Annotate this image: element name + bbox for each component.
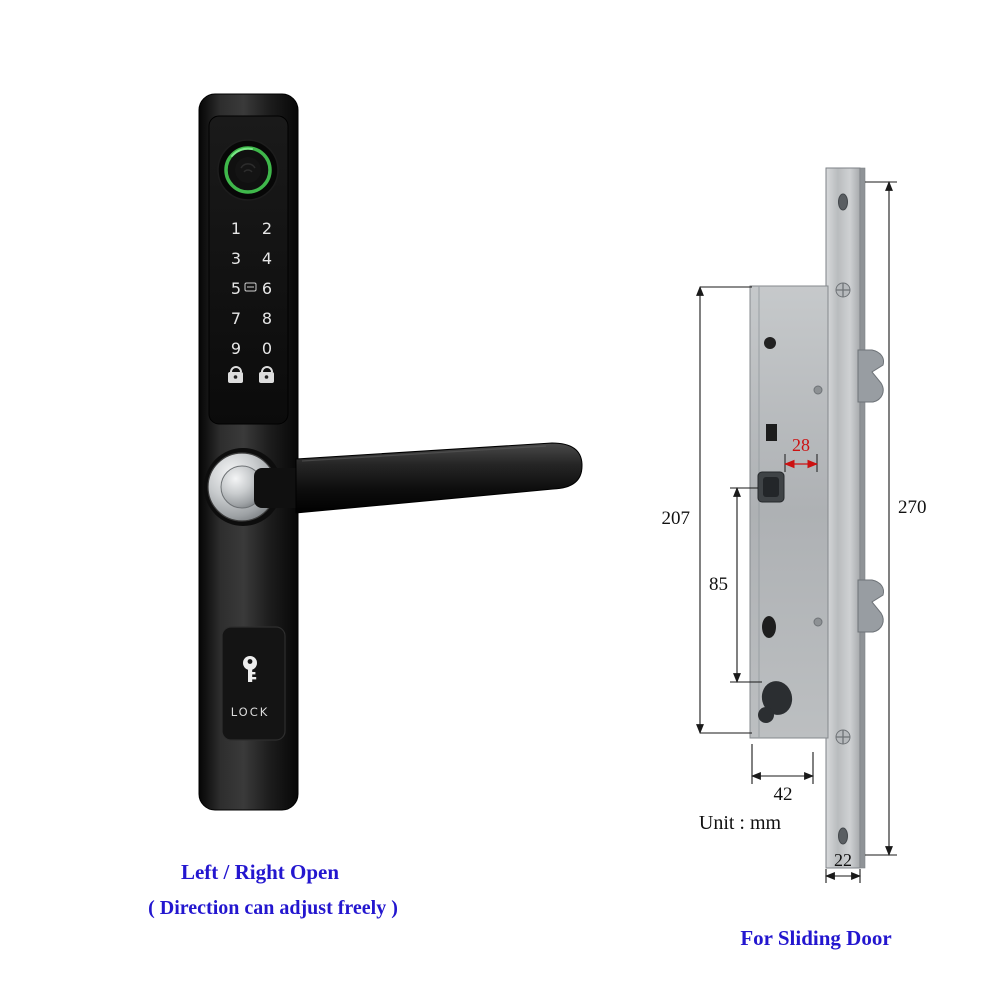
fingerprint-sensor-icon xyxy=(217,139,279,201)
unit-label: Unit : mm xyxy=(698,812,782,834)
door-handle xyxy=(295,442,583,514)
key-8: 8 xyxy=(262,309,272,328)
handle-highlight xyxy=(301,445,547,462)
key-5: 5 xyxy=(231,279,241,298)
key-3: 3 xyxy=(231,249,241,268)
dim-270 xyxy=(865,181,897,856)
profile-cylinder-hole xyxy=(758,681,793,723)
lock-case xyxy=(749,285,829,739)
key-2: 2 xyxy=(262,219,272,238)
diagram-caption: For Sliding Door xyxy=(740,926,892,950)
faceplate-screw-top xyxy=(835,282,851,298)
locked-padlock-icon xyxy=(228,366,243,383)
lock-caption-line2: ( Direction can adjust freely ) xyxy=(148,897,398,919)
key-9: 9 xyxy=(231,339,241,358)
faceplate-slot-top xyxy=(838,193,848,211)
dim-85 xyxy=(730,487,762,683)
key-7: 7 xyxy=(231,309,241,328)
dim-42-label: 42 xyxy=(774,784,793,805)
dim-207-label: 207 xyxy=(662,508,691,529)
dim-22-label: 22 xyxy=(834,850,852,870)
hook-bolt-bottom xyxy=(857,579,884,633)
hook-bolt-top xyxy=(857,349,884,403)
case-hole-top xyxy=(764,337,776,349)
dim-270-label: 270 xyxy=(898,497,927,518)
card-function-icon xyxy=(244,282,257,292)
dim-85-label: 85 xyxy=(709,574,728,595)
key-4: 4 xyxy=(262,249,272,268)
key-icon xyxy=(243,656,257,682)
case-oval-hole xyxy=(762,616,776,638)
cylinder-hole xyxy=(757,471,785,503)
key-1: 1 xyxy=(231,219,241,238)
dim-42 xyxy=(751,744,814,784)
dim-28 xyxy=(783,454,819,472)
case-rivet-top xyxy=(813,385,823,395)
key-0: 0 xyxy=(262,339,272,358)
faceplate-edge xyxy=(859,167,866,869)
faceplate-slot-bottom xyxy=(838,827,848,845)
lock-label: LOCK xyxy=(231,705,270,719)
dim-22 xyxy=(825,869,861,883)
case-rivet-bottom xyxy=(813,617,823,627)
unlock-padlock-icon xyxy=(259,366,274,383)
dim-28-label: 28 xyxy=(792,435,810,455)
follower-slot xyxy=(766,424,777,441)
smart-lock: 1 2 3 4 5 6 7 8 9 0 xyxy=(198,93,583,811)
key-cylinder-panel: LOCK xyxy=(221,626,286,741)
key-6: 6 xyxy=(262,279,272,298)
faceplate xyxy=(825,167,861,869)
lock-caption-line1: Left / Right Open xyxy=(180,860,340,884)
keypad: 1 2 3 4 5 6 7 8 9 0 xyxy=(231,219,272,358)
mortise-lock-diagram: 207 85 270 28 42 xyxy=(662,167,927,883)
dim-207 xyxy=(696,286,752,734)
faceplate-screw-bottom xyxy=(835,729,851,745)
